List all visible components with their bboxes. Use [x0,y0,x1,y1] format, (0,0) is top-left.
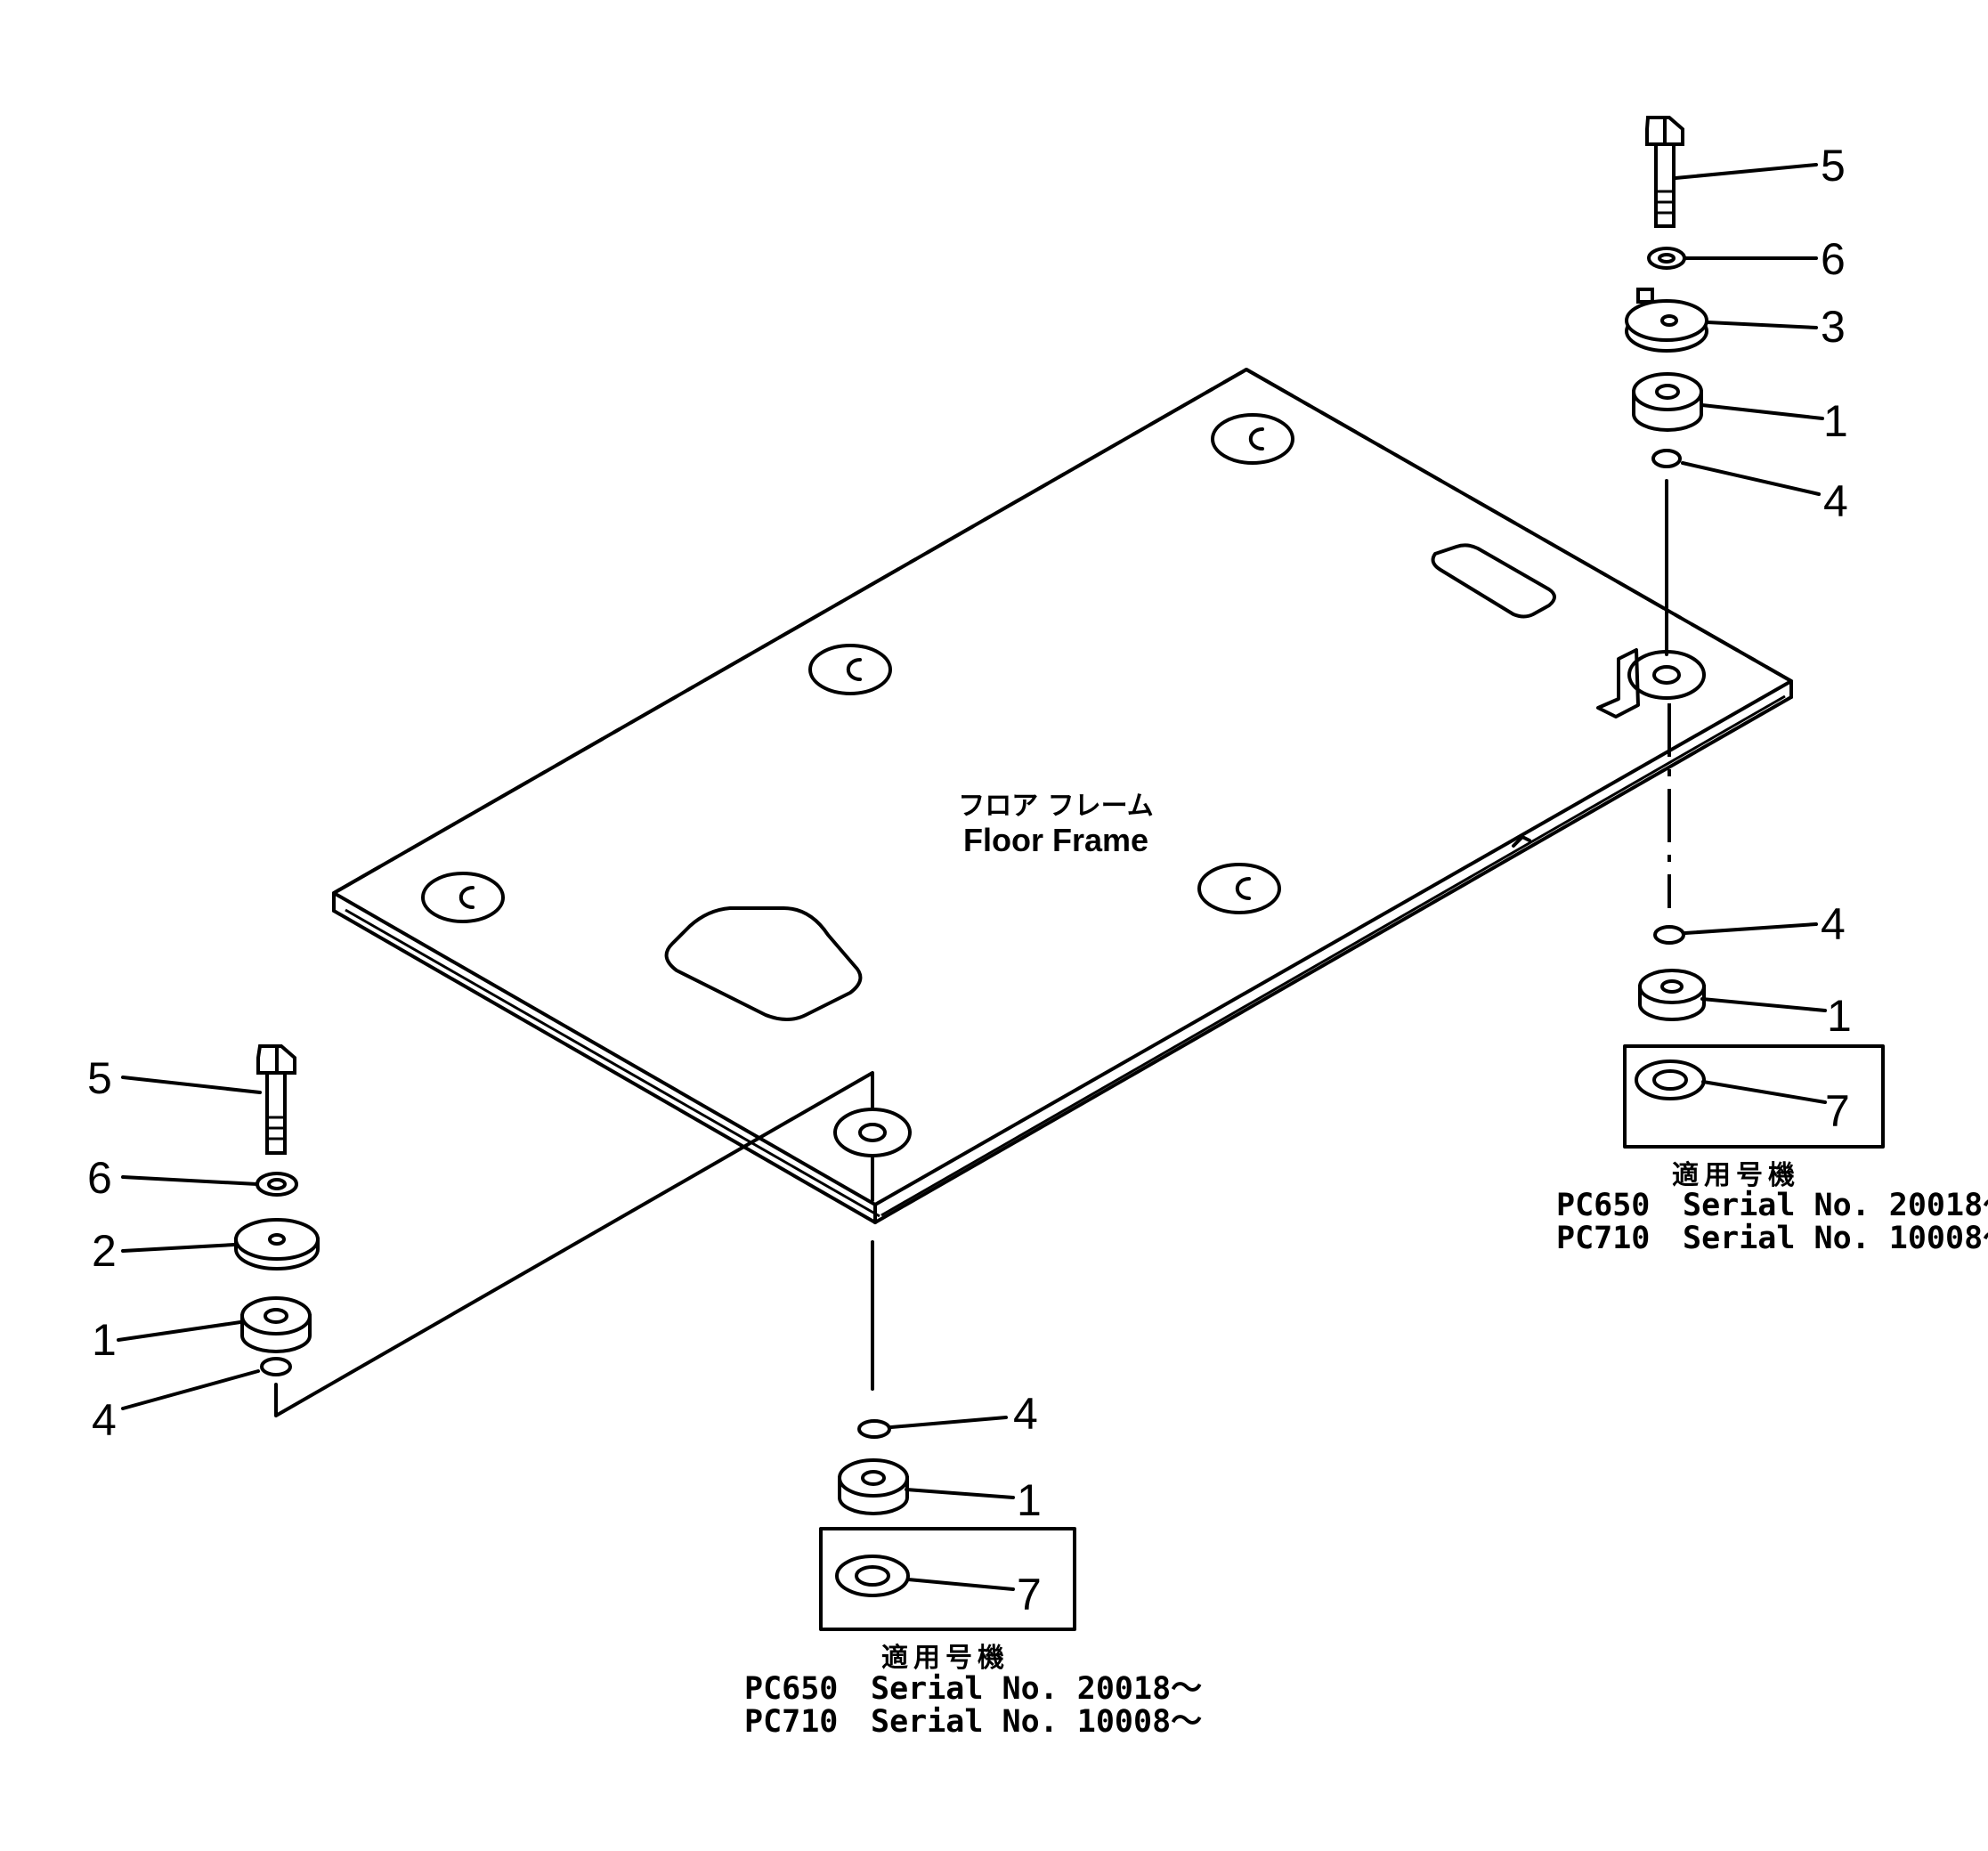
applicability-right-model-2: PC710 [1556,1221,1650,1256]
frame-hole-4 [1197,863,1281,914]
bolt-icon [1645,116,1684,228]
callout-right-4b: 4 [1821,899,1846,949]
collar-icon [857,1419,891,1439]
callout-left-6: 6 [87,1153,112,1203]
frame-hole-3 [421,872,505,923]
applicability-center-model-1: PC650 [744,1671,838,1707]
left-mount-stack: 5 6 2 1 4 [87,1044,874,1445]
applicability-right-serial-1: Serial No. 20018～ [1683,1188,1988,1223]
callout-right-1b: 1 [1827,991,1852,1041]
plate-icon [234,1218,320,1271]
applicability-center-serial-2: Serial No. 10008～ [871,1704,1202,1740]
callout-right-7: 7 [1825,1086,1850,1136]
frame-opening-slot [1431,543,1556,619]
callout-left-5: 5 [87,1053,112,1103]
frame-hole-2 [808,644,892,695]
washer-icon [256,1172,298,1197]
applicability-center-model-2: PC710 [744,1704,838,1740]
applicability-box-right [1623,1044,1885,1149]
mount-point-right [1596,648,1706,718]
shim-icon [1635,1059,1706,1100]
applicability-center-serial-1: Serial No. 20018～ [871,1671,1202,1707]
callout-left-4: 4 [92,1395,117,1445]
applicability-right-heading: 適用号機 [1672,1160,1800,1191]
applicability-right-serial-2: Serial No. 10008～ [1683,1221,1988,1256]
rubber-cushion-icon [240,1296,312,1353]
callout-center-4: 4 [1013,1389,1038,1439]
callout-right-3: 3 [1821,302,1846,352]
callout-left-2: 2 [92,1226,117,1276]
frame-hole-1 [1211,413,1294,465]
bolt-icon [256,1044,296,1155]
floor-frame-plate [332,368,1793,1224]
collar-icon [1653,925,1685,945]
collar-icon [260,1357,292,1376]
applicability-center-heading: 適用号機 [881,1643,1010,1674]
right-mount-stack: 5 6 3 1 4 [1556,116,1988,1256]
callout-right-5: 5 [1821,141,1846,191]
callout-center-7: 7 [1017,1570,1042,1620]
rubber-cushion-icon [1632,372,1703,432]
collar-icon [1651,449,1682,468]
rubber-cushion-icon [1638,969,1706,1021]
applicability-right-model-1: PC650 [1556,1188,1650,1223]
callout-right-1a: 1 [1823,396,1848,446]
shim-icon [835,1555,910,1597]
mount-point-front [833,1108,912,1157]
center-mount-stack: 4 1 7 適用号機 PC650 Serial No. 20018～ PC710… [744,1156,1202,1740]
frame-label-en: Floor Frame [963,822,1148,858]
stopper-plate-icon [1625,288,1708,353]
applicability-box-center [819,1527,1076,1631]
callout-left-1: 1 [92,1315,117,1365]
rubber-cushion-icon [838,1458,909,1515]
callout-right-4a: 4 [1823,476,1848,526]
frame-label-jp: フロア フレーム [958,791,1154,822]
frame-opening-large [664,906,863,1021]
callout-center-1: 1 [1017,1475,1042,1525]
callout-right-6: 6 [1821,234,1846,284]
washer-icon [1647,247,1686,270]
